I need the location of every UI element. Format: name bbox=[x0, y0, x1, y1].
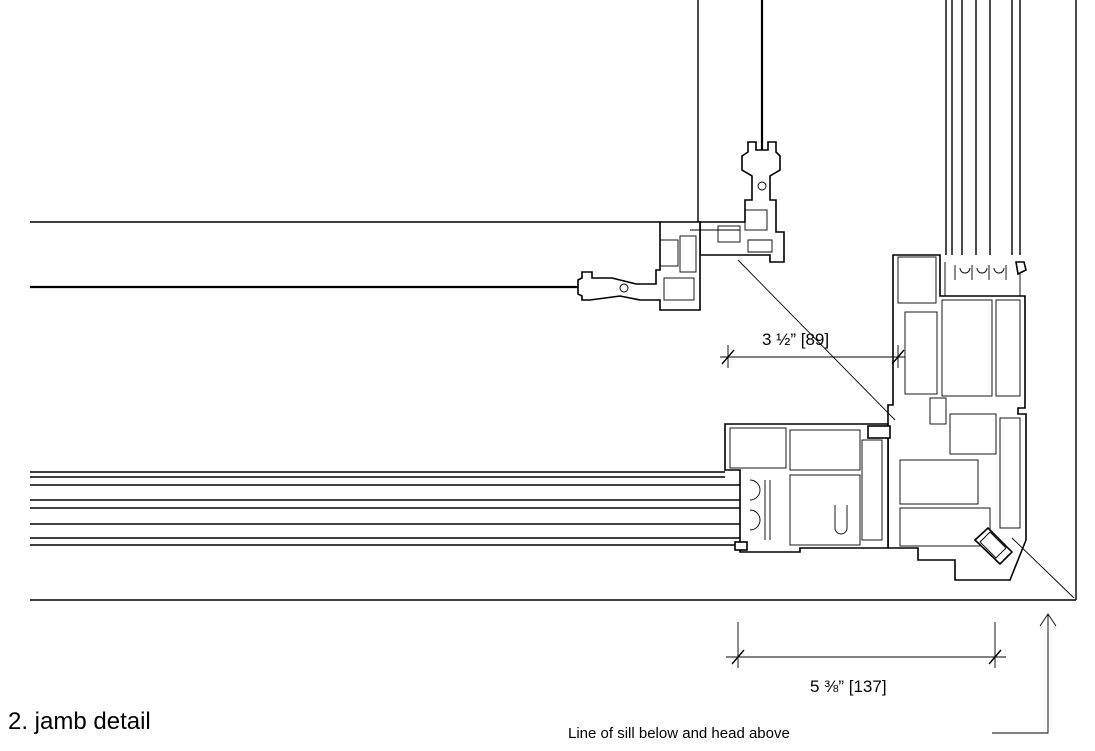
lower-sash-profile bbox=[724, 423, 891, 553]
wall-outline bbox=[30, 0, 1077, 601]
jamb-vertical-lines bbox=[697, 0, 1021, 255]
dimension-lower bbox=[726, 622, 1006, 668]
dimension-upper-label: 3 ½” [89] bbox=[762, 330, 829, 349]
upper-sash-profile bbox=[577, 141, 785, 311]
dimension-upper bbox=[720, 345, 905, 368]
note-leader bbox=[992, 613, 1057, 734]
sill-head-note: Line of sill below and head above bbox=[568, 725, 790, 742]
diagonal-lines bbox=[737, 259, 1075, 599]
dimension-lower-label: 5 ⅜” [137] bbox=[810, 677, 887, 696]
detail-title: 2. jamb detail bbox=[8, 708, 151, 735]
sash-horizontal-lines bbox=[30, 221, 660, 289]
glazing-unit-lines bbox=[30, 471, 740, 546]
frame-profile bbox=[887, 254, 1027, 581]
